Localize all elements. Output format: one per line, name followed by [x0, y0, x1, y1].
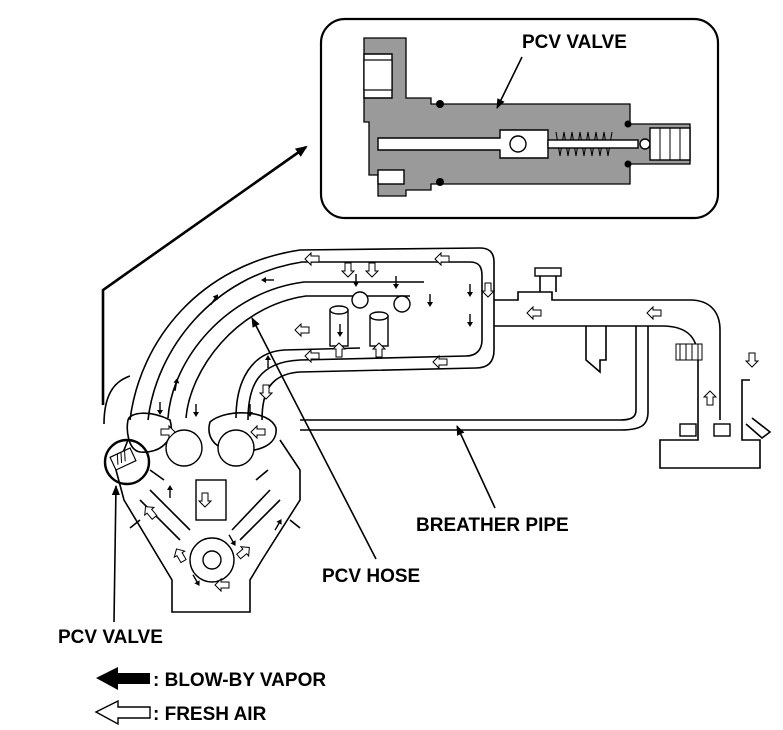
hollow-arrow-left-icon	[94, 699, 151, 726]
inset-pcv-valve-label: PCV VALVE	[522, 32, 627, 53]
intake-plenum	[129, 247, 772, 469]
callout-arrow-to-inset	[101, 145, 308, 405]
pcv-valve-cross-section	[363, 37, 691, 197]
pcv-valve-label: PCV VALVE	[58, 627, 163, 648]
pcv-valve-leader	[111, 485, 120, 623]
breather-pipe-leader	[456, 425, 496, 509]
pcv-valve-location	[103, 375, 151, 486]
pcv-valve-highlight-circle	[103, 438, 151, 486]
pcv-hose-callout: PCV HOSE	[251, 317, 420, 587]
valve-detail-inset: PCV VALVE	[319, 17, 720, 220]
legend: : BLOW-BY VAPOR : FRESH AIR	[94, 667, 326, 726]
inset-label-leader	[496, 56, 523, 109]
legend-blow-by-label: : BLOW-BY VAPOR	[153, 670, 326, 691]
breather-pipe-label: BREATHER PIPE	[416, 515, 569, 536]
fresh-air-flow-arrows	[140, 252, 759, 592]
pcv-valve-callout: PCV VALVE	[58, 485, 163, 648]
engine-block	[115, 412, 301, 613]
breather-pipe-callout: BREATHER PIPE	[416, 425, 569, 536]
pcv-hose-leader	[251, 317, 377, 560]
legend-fresh-air-label: : FRESH AIR	[153, 704, 267, 725]
pcv-hose-label: PCV HOSE	[322, 566, 420, 587]
solid-arrow-left-icon	[96, 667, 150, 690]
